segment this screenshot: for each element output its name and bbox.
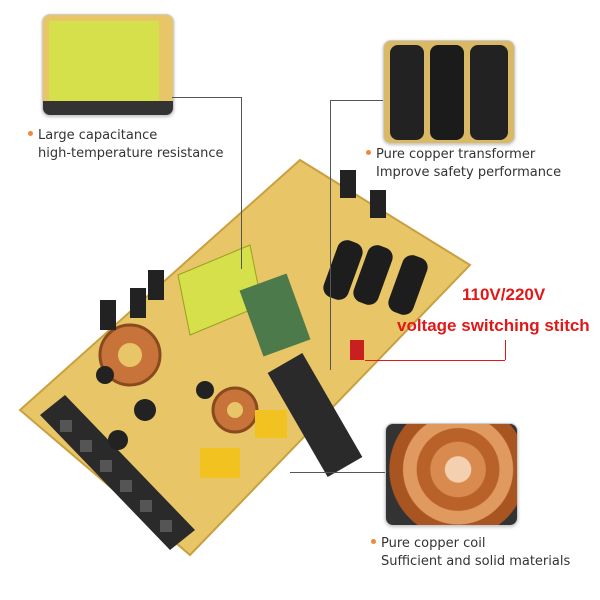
- callout-title: Pure copper coil: [381, 536, 486, 551]
- leader-line: [241, 97, 242, 269]
- leader-line: [290, 472, 385, 473]
- transformer-closeup-image: [42, 14, 174, 116]
- callout-title: Large capacitance: [38, 128, 158, 143]
- voltage-label-line1: 110V/220V: [462, 285, 546, 304]
- callout-transformer: Pure copper transformer Improve safety p…: [366, 146, 561, 182]
- voltage-label-line2: voltage switching stitch: [397, 316, 590, 335]
- bullet-dot: [371, 539, 376, 544]
- callout-subtitle: high-temperature resistance: [38, 146, 224, 161]
- callout-title: Pure copper transformer: [376, 147, 536, 162]
- callout-subtitle: Sufficient and solid materials: [381, 554, 571, 569]
- callout-capacitance: Large capacitance high-temperature resis…: [28, 127, 224, 163]
- leader-line: [330, 100, 331, 370]
- bullet-dot: [28, 131, 33, 136]
- leader-line: [365, 360, 505, 361]
- capacitor-closeup-image: [383, 40, 515, 144]
- callout-subtitle: Improve safety performance: [376, 165, 562, 180]
- copper-coil-closeup-image: [385, 423, 518, 526]
- bullet-dot: [366, 150, 371, 155]
- leader-line: [172, 97, 242, 98]
- callout-coil: Pure copper coil Sufficient and solid ma…: [371, 535, 570, 571]
- leader-line: [330, 100, 383, 101]
- leader-line: [505, 340, 506, 360]
